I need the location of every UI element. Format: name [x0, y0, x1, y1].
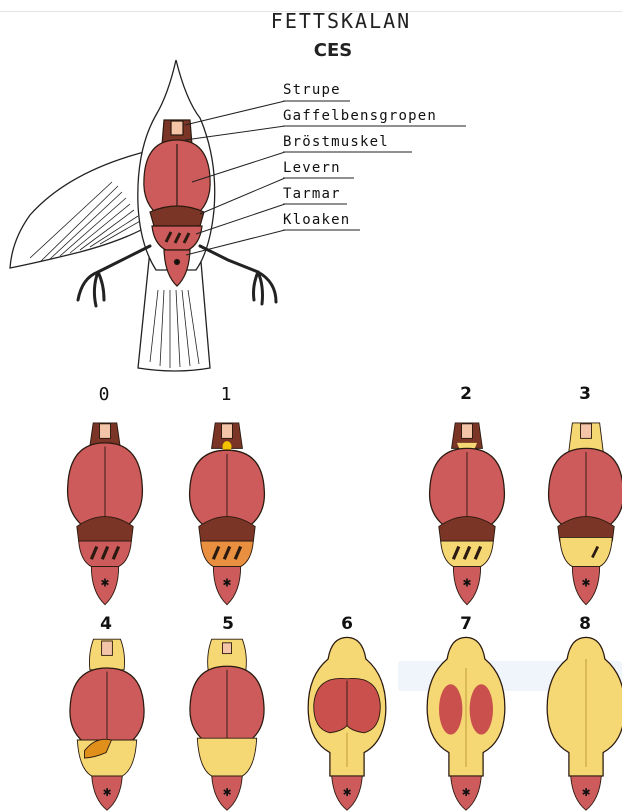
label-gaffelbensgropen: Gaffelbensgropen	[283, 108, 437, 124]
stage-number-4: 4	[86, 614, 126, 634]
svg-text:✱: ✱	[461, 786, 470, 799]
stage-number-6: 6	[327, 614, 367, 634]
stage-3-diagram: ✱	[541, 412, 622, 612]
stage-number-5: 5	[208, 614, 248, 634]
stage-number-0: 0	[84, 384, 124, 405]
stage-number-2: 2	[446, 384, 486, 404]
stage-6-diagram: ✱	[302, 632, 392, 812]
stage-4-diagram: ✱	[62, 632, 152, 812]
bird-wing	[10, 150, 152, 268]
svg-text:✱: ✱	[462, 577, 471, 590]
svg-text:✱: ✱	[100, 577, 109, 590]
stage-8-diagram: ✱	[541, 632, 622, 812]
label-kloaken: Kloaken	[283, 212, 350, 228]
svg-text:✱: ✱	[222, 786, 231, 799]
svg-text:✱: ✱	[222, 577, 231, 590]
stage-0-diagram: ✱	[60, 412, 150, 612]
svg-text:✱: ✱	[342, 786, 351, 799]
svg-text:✱: ✱	[102, 786, 111, 799]
label-levern: Levern	[283, 160, 341, 176]
svg-text:✱: ✱	[581, 786, 590, 799]
stage-number-8: 8	[565, 614, 605, 634]
svg-text:✱: ✱	[581, 577, 590, 590]
stage-number-1: 1	[206, 384, 246, 405]
stage-2-diagram: ✱	[422, 412, 512, 612]
stage-1-diagram: ✱	[182, 412, 272, 612]
stage-7-diagram: ✱	[421, 632, 511, 812]
stage-number-3: 3	[565, 384, 605, 404]
stage-number-7: 7	[446, 614, 486, 634]
label-tarmar: Tarmar	[283, 186, 341, 202]
label-brostmuskel: Bröstmuskel	[283, 134, 389, 150]
label-strupe: Strupe	[283, 82, 341, 98]
liver	[150, 206, 204, 226]
stage-5-diagram: ✱	[182, 632, 272, 812]
